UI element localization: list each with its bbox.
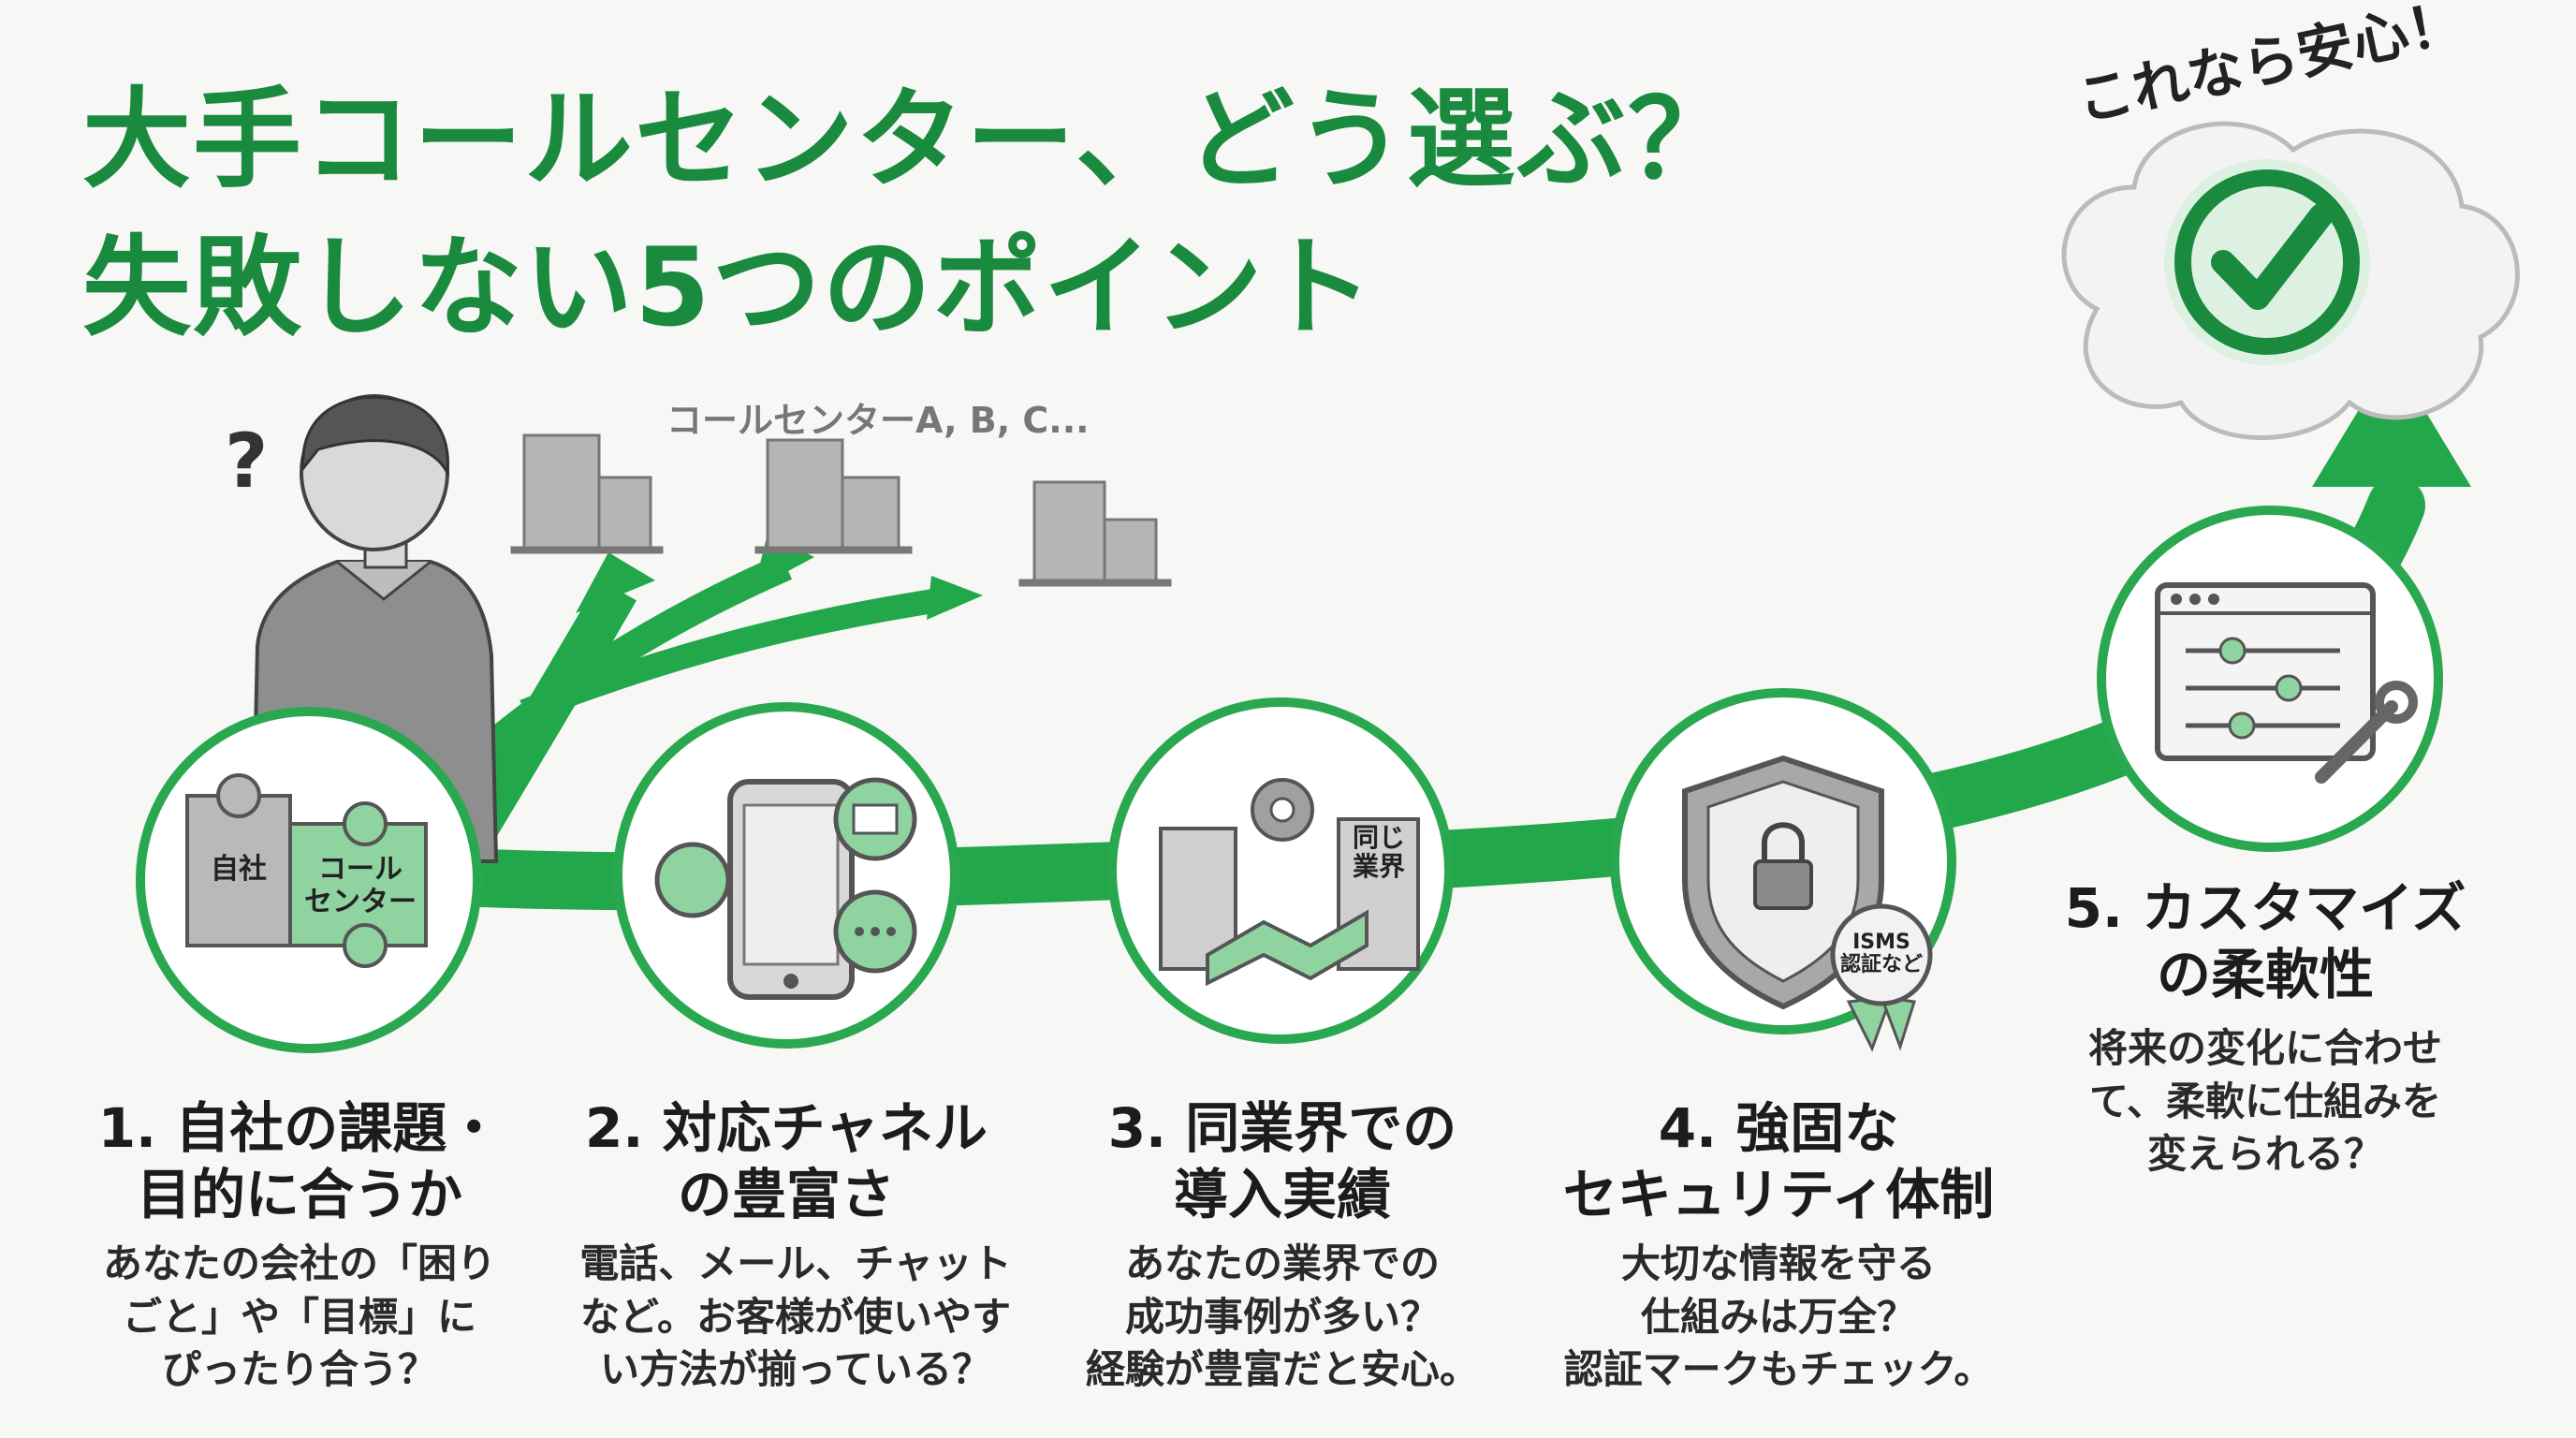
point-circle-5 bbox=[2097, 506, 2443, 852]
page-title-line-1: 大手コールセンター、どう選ぶ？ bbox=[82, 77, 1738, 203]
certification-badge-text: ISMS 認証など bbox=[1839, 931, 1923, 977]
building-c bbox=[1018, 480, 1172, 587]
check-mark bbox=[2211, 203, 2334, 310]
building-a bbox=[510, 433, 664, 554]
puzzle-left-label: 自社 bbox=[211, 853, 267, 886]
question-mark: ? bbox=[225, 418, 268, 505]
puzzle-right-label: コール センター bbox=[304, 853, 417, 918]
point-2-description: 電話、メール、チャット など。お客様が使いやす い方法が揃っている？ bbox=[579, 1240, 1012, 1393]
point-5-description: 将来の変化に合わせ て、柔軟に仕組みを 変えられる？ bbox=[2087, 1025, 2442, 1178]
page-title-line-2: 失敗しない5つのポイント bbox=[82, 225, 1375, 351]
candidates-label: コールセンターA, B, C... bbox=[666, 400, 1090, 441]
main-arrowhead bbox=[2312, 356, 2471, 487]
branch-arrow-3 bbox=[520, 587, 947, 724]
point-2-title: 2. 対応チャネル の豊富さ bbox=[584, 1096, 988, 1226]
point-1-description: あなたの会社の「困り ごと」や「目標」に ぴったり合う？ bbox=[102, 1240, 496, 1393]
check-glow bbox=[2164, 159, 2370, 365]
point-circle-3 bbox=[1107, 697, 1454, 1044]
point-4-description: 大切な情報を守る 仕組みは万全？ 認証マークもチェック。 bbox=[1563, 1240, 1994, 1393]
building-b bbox=[754, 438, 913, 554]
point-circle-2 bbox=[613, 702, 959, 1049]
point-5-title: 5. カスタマイズ の柔軟性 bbox=[2064, 876, 2466, 1006]
point-circle-1 bbox=[136, 707, 482, 1053]
check-circle bbox=[2174, 169, 2360, 355]
same-industry-sign: 同じ 業界 bbox=[1352, 822, 1405, 882]
point-1-title: 1. 自社の課題・ 目的に合うか bbox=[97, 1096, 502, 1226]
point-4-title: 4. 強固な セキュリティ体制 bbox=[1562, 1096, 1995, 1226]
point-3-description: あなたの業界での 成功事例が多い？ 経験が豊富だと安心。 bbox=[1085, 1240, 1479, 1393]
point-3-title: 3. 同業界での 導入実績 bbox=[1107, 1096, 1457, 1226]
point-circle-4 bbox=[1610, 688, 1956, 1052]
